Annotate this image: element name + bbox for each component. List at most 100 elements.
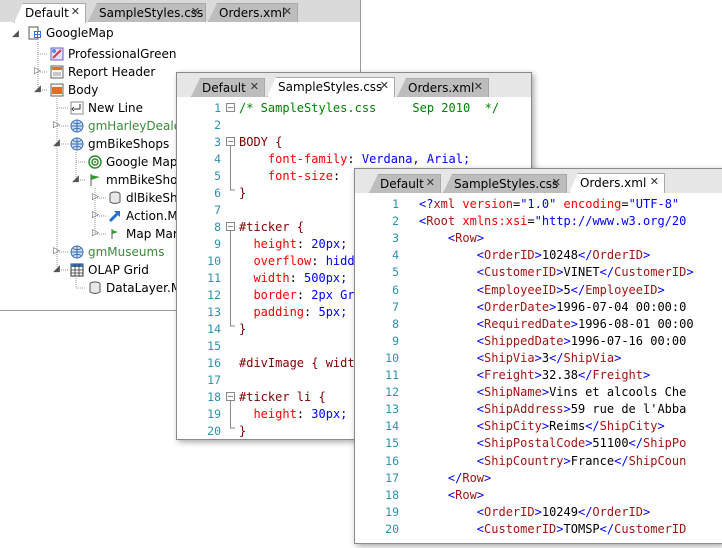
code-line[interactable]: <Freight>32.38</Freight> (476, 368, 651, 382)
code-line[interactable]: <ShipCountry>France</ShipCoun (476, 453, 687, 468)
code-line[interactable]: <EmployeeID>5</EmployeeID> (476, 282, 665, 297)
css-tab-strip: Default ✕ SampleStyles.css ✕ Orders.xml … (177, 73, 531, 97)
line-number: 10 (207, 254, 221, 268)
collapse-triangle-icon[interactable]: ◢ (34, 84, 41, 94)
close-icon[interactable]: ✕ (249, 80, 259, 93)
line-number: 2 (392, 214, 399, 229)
code-line[interactable]: } (239, 424, 247, 438)
code-line[interactable]: <OrderID>10248</OrderID> (476, 248, 651, 263)
code-line[interactable]: font-size: (267, 169, 348, 183)
xml-code-area[interactable]: 1<?xml version="1.0" encoding="UTF-8"2<R… (355, 193, 722, 543)
fold-guides (226, 103, 235, 429)
datalayer-icon (109, 191, 121, 204)
body-icon (50, 83, 64, 97)
tree-node-label: gmBikeShops (88, 137, 170, 151)
code-line[interactable]: <Root xmlns:xsi="http://www.w3.org/20 (419, 214, 687, 229)
code-line[interactable]: <Row> (447, 487, 485, 502)
code-line[interactable]: <CustomerID>TOMSP</CustomerID (476, 521, 687, 536)
new-line-icon (70, 101, 84, 115)
expand-triangle-icon[interactable]: ▷ (34, 66, 41, 76)
tab-label: Default (380, 177, 424, 191)
tree-node-label: mmBikeShops (106, 173, 192, 187)
close-icon[interactable]: ✕ (551, 176, 561, 189)
code-line[interactable]: /* SampleStyles.css Sep 2010 */ (239, 101, 500, 115)
code-line[interactable]: <ShipAddress>59 rue de l'Abba (476, 402, 687, 417)
close-icon[interactable]: ✕ (190, 5, 200, 18)
line-number: 9 (392, 333, 399, 348)
tab-default[interactable]: Default ✕ (14, 3, 86, 23)
collapse-triangle-icon[interactable]: ◢ (53, 138, 60, 148)
code-line[interactable]: font-family: Verdana, Arial; (267, 152, 471, 166)
code-line[interactable]: <ShippedDate>1996-07-16 00:00 (476, 333, 687, 348)
line-number: 8 (392, 316, 399, 331)
tab-orders-xml[interactable]: Orders.xml ✕ (397, 78, 489, 97)
line-number: 17 (207, 373, 221, 387)
tree-node-label: Google Map (106, 155, 178, 169)
expand-triangle-icon[interactable]: ▷ (53, 246, 60, 256)
code-line[interactable]: } (239, 322, 247, 336)
line-number: 12 (207, 288, 221, 302)
tab-label: Orders.xml (408, 81, 475, 95)
globe-icon (70, 245, 84, 259)
tab-label: SampleStyles.css (278, 80, 383, 94)
line-number: 8 (214, 220, 221, 234)
expand-triangle-icon[interactable]: ▷ (92, 192, 99, 202)
code-line[interactable]: <OrderDate>1996-07-04 00:00:0 (476, 299, 687, 314)
code-line[interactable]: #ticker { (239, 220, 305, 234)
map-app-icon (28, 26, 41, 40)
tree-connectors (37, 42, 106, 289)
tab-orders-xml[interactable]: Orders.xml ✕ (208, 3, 298, 22)
expand-triangle-icon[interactable]: ▷ (92, 228, 99, 238)
line-number: 3 (214, 135, 221, 149)
tree-node-label: GoogleMap (46, 26, 114, 40)
code-line[interactable]: <Row> (447, 231, 485, 246)
code-line[interactable]: <?xml version="1.0" encoding="UTF-8" (419, 197, 680, 211)
collapse-triangle-icon[interactable]: ◢ (72, 174, 79, 184)
expand-triangle-icon[interactable]: ▷ (92, 210, 99, 220)
line-number: 7 (214, 203, 221, 217)
flag-icon (111, 229, 118, 239)
code-line[interactable]: #ticker li { (239, 390, 326, 404)
grid-icon (70, 263, 84, 277)
tree-node-label: OLAP Grid (88, 263, 149, 277)
tab-samplestyles[interactable]: SampleStyles.css ✕ (267, 77, 395, 97)
close-icon[interactable]: ✕ (473, 80, 483, 93)
xml-editor-window: Default ✕ SampleStyles.css ✕ Orders.xml … (354, 168, 722, 544)
expand-triangle-icon[interactable]: ▷ (53, 120, 60, 130)
code-line[interactable]: width: 500px; (253, 271, 348, 285)
code-line[interactable]: BODY { (239, 135, 283, 149)
code-line[interactable]: height: 30px; (253, 407, 348, 421)
tab-orders-xml[interactable]: Orders.xml ✕ (569, 173, 665, 193)
code-line[interactable]: <RequiredDate>1996-08-01 00:00 (476, 316, 694, 331)
code-line[interactable]: <OrderID>10249</OrderID> (476, 504, 651, 519)
code-line[interactable]: #divImage { width (239, 356, 362, 370)
tab-default[interactable]: Default ✕ (369, 174, 441, 193)
code-line[interactable]: <ShipVia>3</ShipVia> (476, 350, 622, 365)
collapse-triangle-icon[interactable]: ◢ (12, 29, 19, 39)
code-line[interactable]: <ShipName>Vins et alcools Che (476, 385, 687, 400)
tab-label: Default (25, 6, 69, 20)
code-line[interactable]: } (239, 186, 247, 200)
tab-samplestyles[interactable]: SampleStyles.css ✕ (443, 174, 567, 193)
code-line[interactable]: <CustomerID>VINET</CustomerID> (476, 265, 694, 280)
code-line[interactable]: border: 2px Gray; (253, 288, 377, 302)
collapse-triangle-icon[interactable]: ◢ (53, 264, 60, 274)
code-line[interactable]: <ShipCity>Reims</ShipCity> (476, 419, 665, 434)
line-number: 7 (392, 299, 399, 314)
xml-tab-strip: Default ✕ SampleStyles.css ✕ Orders.xml … (355, 169, 722, 193)
line-number: 12 (385, 385, 399, 400)
close-icon[interactable]: ✕ (70, 5, 80, 18)
code-line[interactable]: <ShipPostalCode>51100</ShipPo (476, 436, 687, 451)
tab-samplestyles[interactable]: SampleStyles.css ✕ (88, 3, 206, 22)
close-icon[interactable]: ✕ (379, 79, 389, 92)
close-icon[interactable]: ✕ (425, 176, 435, 189)
close-icon[interactable]: ✕ (649, 175, 659, 188)
line-number: 17 (385, 470, 399, 485)
close-icon[interactable]: ✕ (282, 5, 292, 18)
line-number: 20 (207, 424, 221, 438)
code-line[interactable]: height: 20px; (253, 237, 348, 251)
tab-default[interactable]: Default ✕ (191, 78, 265, 97)
code-line[interactable]: </Row> (447, 470, 492, 485)
tree-node-label: gmHarleyDealers (88, 119, 193, 133)
code-line[interactable]: padding: 5px; (253, 305, 348, 319)
